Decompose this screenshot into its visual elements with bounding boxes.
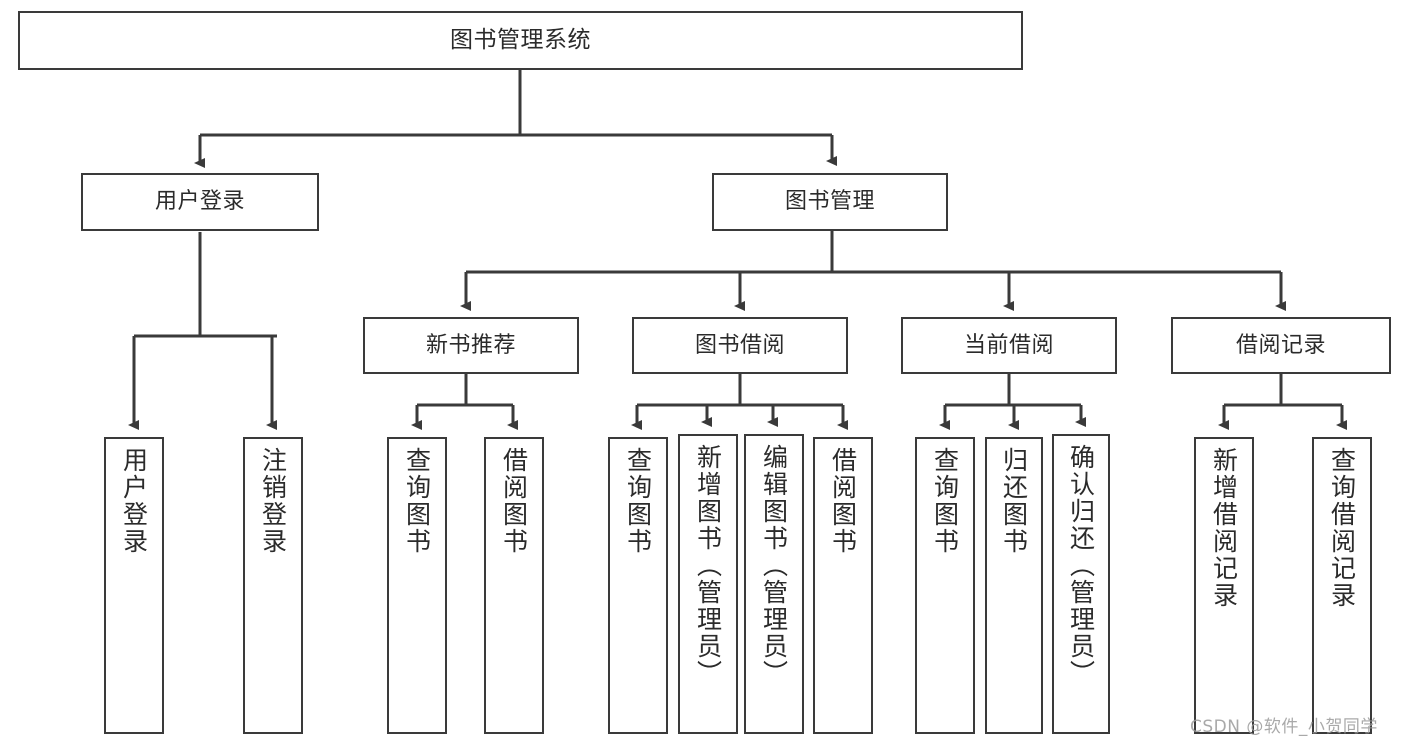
node-label: 查询图书 <box>402 447 432 555</box>
node-label: 用户登录 <box>119 447 149 555</box>
node-label: 查询借阅记录 <box>1327 447 1357 609</box>
node-borrow-record[interactable]: 借阅记录 <box>1171 317 1391 374</box>
node-root-book-management-system[interactable]: 图书管理系统 <box>18 11 1023 70</box>
node-label: 新书推荐 <box>425 332 516 358</box>
node-label: 确认归还（管理员） <box>1066 444 1096 687</box>
node-label: 注销登录 <box>258 447 288 555</box>
node-new-book-recommendation[interactable]: 新书推荐 <box>363 317 579 374</box>
node-label: 新增图书（管理员） <box>693 444 723 687</box>
node-label: 图书管理 <box>784 189 875 215</box>
node-label: 图书管理系统 <box>450 27 591 54</box>
node-label: 新增借阅记录 <box>1209 447 1239 609</box>
node-label: 查询图书 <box>930 447 960 555</box>
node-leaf-edit-book-admin[interactable]: 编辑图书（管理员） <box>744 434 804 734</box>
node-leaf-return-book[interactable]: 归还图书 <box>985 437 1043 734</box>
node-leaf-add-book-admin[interactable]: 新增图书（管理员） <box>678 434 738 734</box>
node-label: 编辑图书（管理员） <box>759 444 789 687</box>
node-label: 借阅记录 <box>1235 332 1326 358</box>
node-label: 用户登录 <box>154 189 245 215</box>
node-book-management[interactable]: 图书管理 <box>712 173 948 231</box>
node-leaf-query-book-current[interactable]: 查询图书 <box>915 437 975 734</box>
node-leaf-add-borrow-record[interactable]: 新增借阅记录 <box>1194 437 1254 734</box>
csdn-watermark: CSDN @软件_小贺同学 <box>1190 717 1378 737</box>
node-label: 当前借阅 <box>963 332 1054 358</box>
node-leaf-confirm-return-admin[interactable]: 确认归还（管理员） <box>1052 434 1110 734</box>
node-label: 图书借阅 <box>694 332 785 358</box>
node-leaf-borrow-book-new[interactable]: 借阅图书 <box>484 437 544 734</box>
node-leaf-user-login[interactable]: 用户登录 <box>104 437 164 734</box>
node-book-borrow[interactable]: 图书借阅 <box>632 317 848 374</box>
node-label: 归还图书 <box>999 447 1029 555</box>
node-leaf-query-book-borrow[interactable]: 查询图书 <box>608 437 668 734</box>
node-label: 借阅图书 <box>499 447 529 555</box>
node-leaf-query-book-new[interactable]: 查询图书 <box>387 437 447 734</box>
node-leaf-borrow-book-borrow[interactable]: 借阅图书 <box>813 437 873 734</box>
node-label: 借阅图书 <box>828 447 858 555</box>
node-user-login[interactable]: 用户登录 <box>81 173 319 231</box>
node-label: 查询图书 <box>623 447 653 555</box>
node-leaf-query-borrow-record[interactable]: 查询借阅记录 <box>1312 437 1372 734</box>
node-current-borrow[interactable]: 当前借阅 <box>901 317 1117 374</box>
node-leaf-user-logout[interactable]: 注销登录 <box>243 437 303 734</box>
